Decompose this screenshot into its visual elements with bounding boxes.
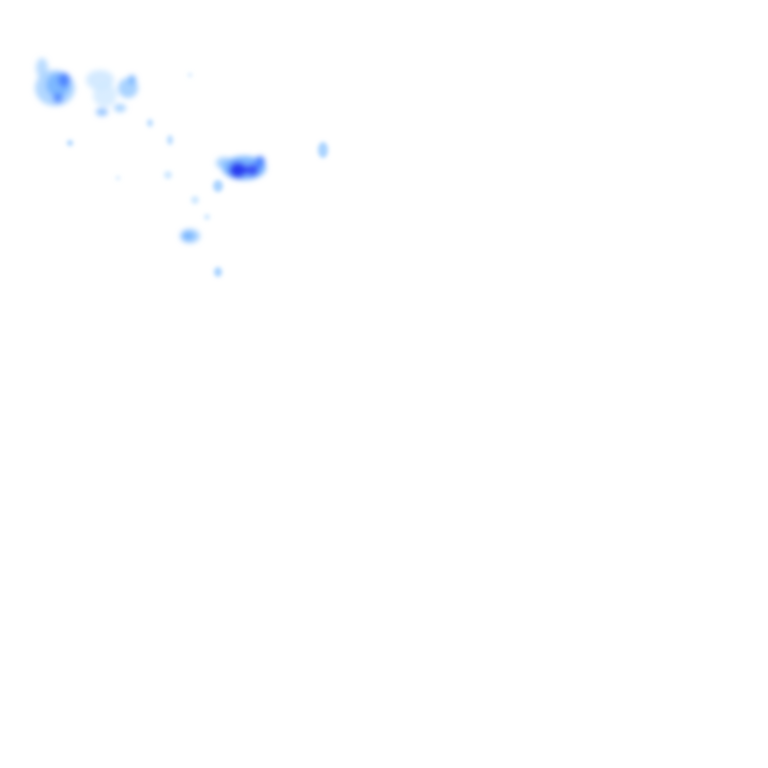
echo-scattered: [67, 73, 328, 277]
echo-speck: [214, 267, 222, 277]
echo-speck: [204, 214, 210, 220]
echo-speck: [147, 119, 153, 127]
echo-heavy: [255, 156, 265, 168]
echo-cluster-central: [216, 156, 266, 180]
echo-speck: [318, 142, 328, 158]
echo-moderate: [96, 108, 108, 116]
echo-intense: [229, 162, 247, 178]
echo-moderate: [128, 75, 136, 85]
echo-cluster-northwest: [35, 58, 138, 116]
echo-intense: [245, 164, 259, 176]
echo-light: [114, 104, 126, 112]
echo-speck: [167, 135, 173, 145]
echo-speck: [116, 176, 120, 180]
echo-light: [93, 83, 117, 107]
echo-speck: [67, 140, 73, 146]
echo-light: [36, 58, 48, 78]
echo-moderate: [182, 231, 194, 241]
echo-speck: [191, 196, 199, 204]
echo-heavy: [53, 93, 63, 103]
echo-cluster-south: [180, 229, 200, 243]
echo-heavy: [58, 73, 70, 87]
echo-speck: [213, 180, 223, 192]
echo-speck: [164, 171, 172, 179]
echo-speck: [188, 73, 192, 77]
